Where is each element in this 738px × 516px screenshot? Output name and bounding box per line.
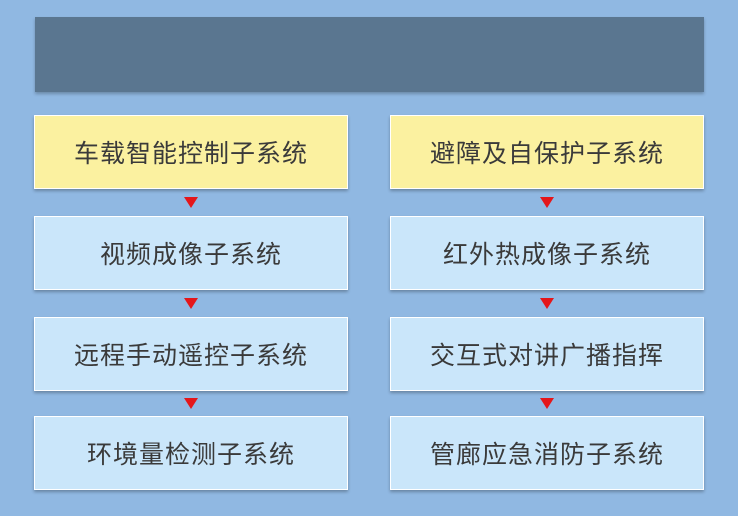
- left-subsystem-box-3: 远程手动遥控子系统: [34, 317, 348, 391]
- right-subsystem-box-2: 红外热成像子系统: [390, 216, 704, 290]
- arrow-down-icon: [184, 298, 198, 309]
- header-bar: [35, 17, 704, 92]
- arrow-down-icon: [540, 398, 554, 409]
- arrow-down-icon: [540, 197, 554, 208]
- arrow-down-icon: [184, 197, 198, 208]
- arrow-down-icon: [540, 298, 554, 309]
- left-subsystem-box-1: 车载智能控制子系统: [34, 115, 348, 189]
- right-subsystem-box-4: 管廊应急消防子系统: [390, 416, 704, 490]
- arrow-down-icon: [184, 398, 198, 409]
- left-subsystem-box-2: 视频成像子系统: [34, 216, 348, 290]
- left-subsystem-box-4: 环境量检测子系统: [34, 416, 348, 490]
- right-subsystem-box-3: 交互式对讲广播指挥: [390, 317, 704, 391]
- right-subsystem-box-1: 避障及自保护子系统: [390, 115, 704, 189]
